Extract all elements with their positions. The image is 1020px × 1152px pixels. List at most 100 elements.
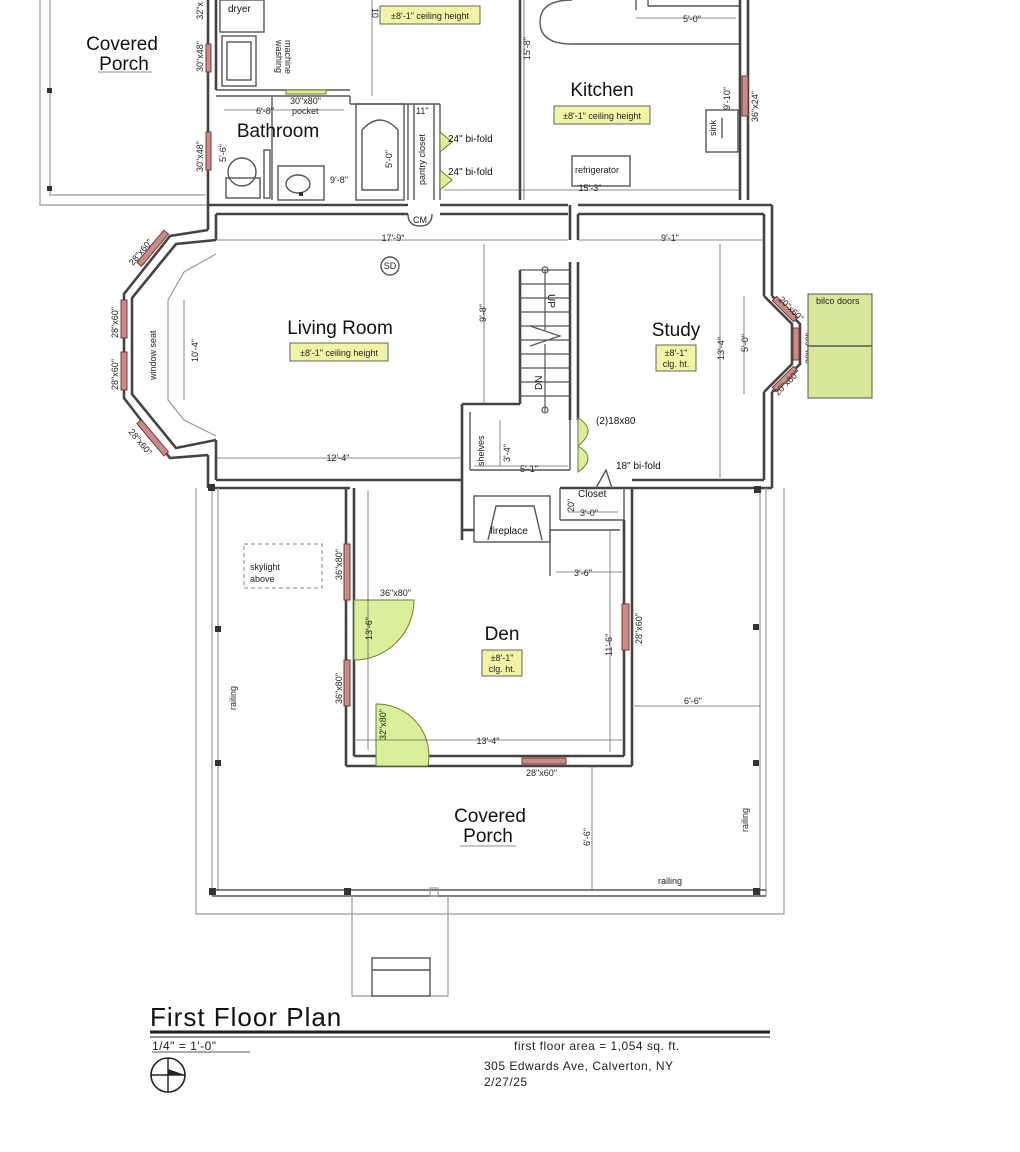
dim-13-6: 13'-6" <box>364 617 374 640</box>
kitchen-label: Kitchen <box>570 80 633 101</box>
window-32-label: 32"x <box>195 2 205 20</box>
window-30x48-b: 30"x48" <box>195 141 205 172</box>
toilet-icon <box>225 149 271 199</box>
washing-label: washing <box>274 39 284 73</box>
door-36x80-b: 36"x80" <box>380 588 411 598</box>
stairs-dn-label: DN <box>534 376 545 390</box>
doors-18x80: (2)18x80 <box>596 416 636 427</box>
kitchen: 5'-0" 36"x24" 9'-10" 15'-8" Kitchen ±8'-… <box>444 0 760 200</box>
dim-13-4-study: 13'-4" <box>716 337 726 360</box>
dim-3-6: 3'-6" <box>574 568 592 578</box>
dim-3-0: 3'-0" <box>580 508 598 518</box>
sink-label: sink <box>708 119 718 136</box>
bathtub-icon <box>355 103 405 201</box>
dim-5-1: 5'-1" <box>520 464 538 474</box>
dim-5-0-tub: 5'-0" <box>384 150 394 168</box>
den-height-1: ±8'-1" <box>491 653 514 663</box>
fireplace-label: fireplace <box>490 526 528 537</box>
shelves-label: shelves <box>476 435 486 466</box>
window-30x48-a: 30"x48" <box>195 41 205 72</box>
dim-13-4-den: 13'-4" <box>477 736 500 746</box>
closet-label: Closet <box>578 489 607 500</box>
window-28x60-b: 28"x60" <box>110 307 120 338</box>
dryer-label: dryer <box>228 4 251 15</box>
study: 9'-1" Study ±8'-1" clg. ht. 13'-4" 5'-0"… <box>578 233 873 478</box>
bifold-24-a: 24" bi-fold <box>448 134 493 145</box>
bay-window: 28"x60" 28"x60" 28"x60" 28"x60" window s… <box>110 228 217 460</box>
railing-right: railing <box>740 808 750 832</box>
bifold-24-b: 24" bi-fold <box>448 167 493 178</box>
dim-20: 20" <box>566 499 576 512</box>
study-label: Study <box>652 320 701 341</box>
upper-left-rooms: dryer washing machine 32"x 30"x48" 30"x4… <box>195 0 493 205</box>
sd-label: SD <box>384 261 397 271</box>
window-seat-label: window seat <box>148 330 158 381</box>
upper-height-text: ±8'-1" ceiling height <box>391 11 469 21</box>
address-label: 305 Edwards Ave, Calverton, NY <box>484 1059 674 1073</box>
refrigerator-label: refrigerator <box>575 165 619 175</box>
area-label: first floor area = 1,054 sq. ft. <box>514 1039 680 1053</box>
pocket-size-label: 30"x80" <box>290 96 321 106</box>
dim-3-4: 3'-4" <box>502 444 512 462</box>
bifold-18: 18" bi-fold <box>616 461 661 472</box>
kitchen-height: ±8'-1" ceiling height <box>563 111 641 121</box>
machine-label: machine <box>283 40 293 74</box>
upper-ceiling-tag: ±8'-1" ceiling height <box>379 5 481 25</box>
bottom-covered-porch: skylight above railing railing railing 6… <box>195 484 785 997</box>
study-height-1: ±8'-1" <box>665 348 688 358</box>
sink-icon <box>277 165 325 201</box>
dim-5-0-top: 5'-0" <box>683 14 701 24</box>
door-36x80-a: 36"x80" <box>334 549 344 580</box>
window-28x60-c: 28"x60" <box>110 359 120 390</box>
den-label: Den <box>485 624 520 645</box>
dim-6-8: 6'-8" <box>256 106 274 116</box>
bottom-porch-label-1: Covered <box>454 806 526 827</box>
dim-9-8-bath: 9'-8" <box>330 175 348 185</box>
dim-6-6-porch: 6'-6" <box>582 828 592 846</box>
dim-6-6-right: 6'-6" <box>684 696 702 706</box>
dim-15-8: 15'-8" <box>522 37 532 60</box>
window-28x60-den-bottom: 28"x60" <box>526 768 557 778</box>
dim-10-top: 10 <box>370 8 380 18</box>
dim-11: 11" <box>416 106 429 116</box>
bilco-doors-label: bilco doors <box>816 296 860 306</box>
middle-shell: shelves 3'-4" 5'-1" (2)18x80 18" bi-fold… <box>206 203 774 576</box>
date-label: 2/27/25 <box>484 1075 528 1089</box>
sink-icon: sink <box>705 109 739 153</box>
living-room-label: Living Room <box>287 318 393 339</box>
study-height-2: clg. ht. <box>663 359 690 369</box>
skylight-label-1: skylight <box>250 562 281 572</box>
dim-11-6: 11'-6" <box>604 634 614 656</box>
bottom-porch-label-2: Porch <box>463 826 513 847</box>
bathroom-label: Bathroom <box>237 121 319 142</box>
title-block: First Floor Plan 1/4" = 1'-0" first floo… <box>150 1002 770 1093</box>
dim-9-1: 9'-1" <box>661 233 679 243</box>
railing-left: railing <box>228 686 238 710</box>
door-36x80-c: 36"x80" <box>334 673 344 704</box>
dim-9-10: 9'-10" <box>722 87 732 110</box>
pantry-closet-label: pantry closet <box>417 133 427 185</box>
door-32x80: 32"x80" <box>378 709 388 740</box>
living-room-height: ±8'-1" ceiling height <box>300 348 378 358</box>
den: 36"x80" 36"x80" 36"x80" 32"x80" 28"x60" … <box>334 488 644 778</box>
top-porch-label-1: Covered <box>86 34 158 55</box>
stairs: UP DN <box>520 266 570 414</box>
dim-5-6: 5'-6" <box>218 144 228 162</box>
scale-label: 1/4" = 1'-0" <box>152 1039 217 1053</box>
dim-17-9: 17'-9" <box>382 233 405 243</box>
dim-10-4: 10'-4" <box>190 339 200 362</box>
stairs-up-label: UP <box>545 294 556 308</box>
window-36x24: 36"x24" <box>750 91 760 122</box>
top-porch-label-2: Porch <box>99 54 149 75</box>
window-28x60-den-right: 28"x60" <box>634 613 644 644</box>
den-height-2: clg. ht. <box>489 664 516 674</box>
dim-9-8-living: 9'-8" <box>478 304 488 322</box>
dim-12-4: 12'-4" <box>327 453 350 463</box>
cm-icon: CM <box>407 213 433 227</box>
dim-5-0-study: 5'-0" <box>740 334 750 352</box>
plan-title: First Floor Plan <box>150 1002 342 1032</box>
top-covered-porch: Covered Porch <box>39 0 210 206</box>
skylight-label-2: above <box>250 574 275 584</box>
pocket-label: pocket <box>292 106 319 116</box>
